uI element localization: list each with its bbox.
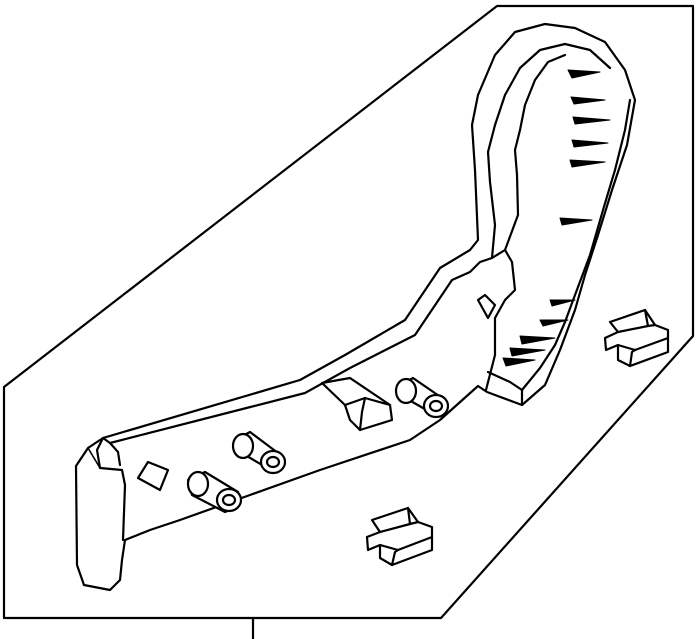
panel-top-ridge-inner <box>108 441 122 467</box>
diagram-frame <box>2 4 695 620</box>
panel-bracket-mount <box>320 376 394 432</box>
panel-channel-outer <box>490 53 567 260</box>
panel-rear-edge <box>520 98 632 407</box>
mounting-boss <box>394 376 450 419</box>
panel-top-ridge <box>101 42 612 445</box>
retaining-clip <box>603 308 670 368</box>
panel-ribs <box>502 69 611 367</box>
mounting-boss <box>231 430 287 475</box>
panel-front-lip-inner <box>87 447 101 469</box>
panel-clip-pocket <box>136 460 170 492</box>
panel-front-lip <box>95 436 127 542</box>
seat-side-trim-panel <box>74 22 637 592</box>
panel-channel-inner <box>484 248 517 392</box>
mounting-boss <box>186 470 243 514</box>
panel-outer-outline <box>74 22 637 592</box>
panel-ledge <box>476 293 497 320</box>
retaining-clip <box>365 506 434 567</box>
panel-rear-edge-inner <box>486 370 524 392</box>
